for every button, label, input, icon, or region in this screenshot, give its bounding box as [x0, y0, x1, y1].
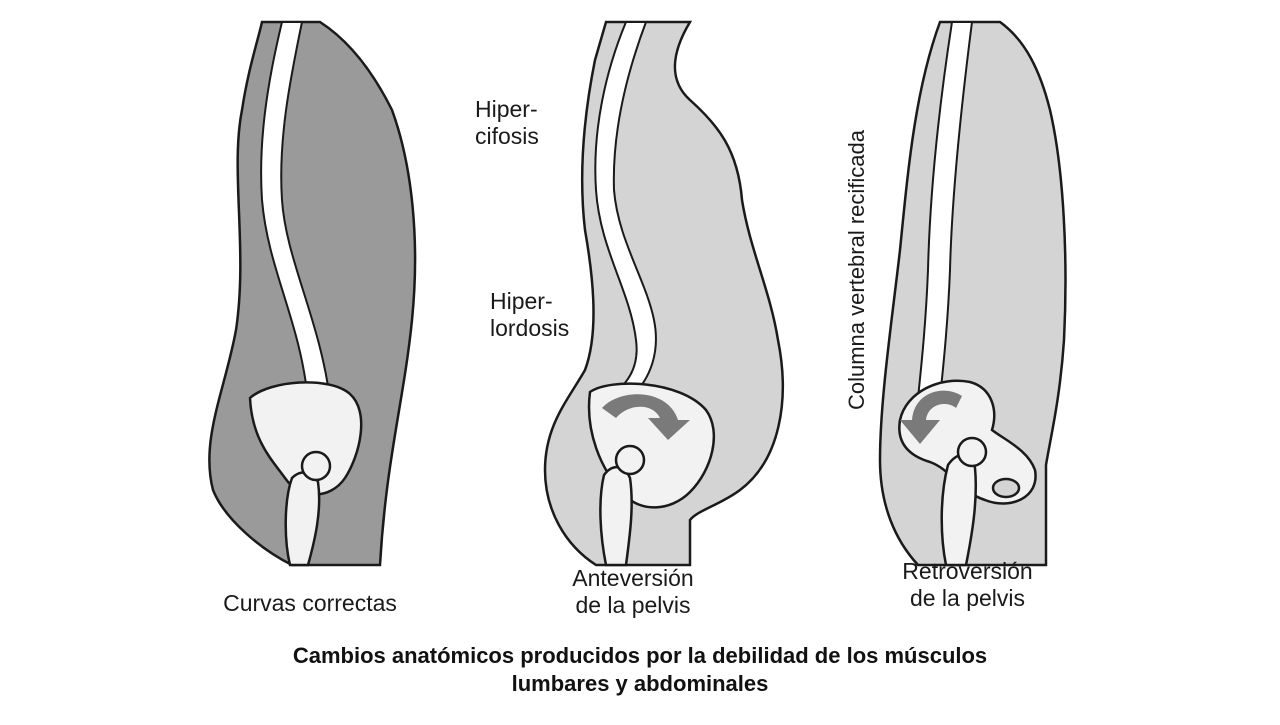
femoral-head-correct	[300, 450, 332, 482]
rotation-arrow-forward-icon	[602, 394, 690, 440]
label-retroversion: Retroversión de la pelvis	[902, 558, 1033, 611]
figure-retroversion	[878, 20, 1067, 567]
annotation-straightened-spine: Columna vertebral recificada	[844, 129, 869, 411]
label-anteversion: Anteversión de la pelvis	[572, 565, 694, 618]
figure-correct-posture	[208, 20, 417, 567]
caption-line-2: lumbares y abdominales	[511, 671, 769, 696]
caption-line-1: Cambios anatómicos producidos por la deb…	[292, 643, 988, 668]
obturator-foramen-retroversion	[991, 477, 1021, 499]
femoral-head-anteversion	[614, 444, 646, 476]
figure-caption: Cambios anatómicos producidos por la deb…	[0, 642, 1280, 698]
annotation-hyperkyphosis: Hiper- cifosis	[475, 96, 539, 149]
pelvis-correct	[248, 381, 363, 496]
femoral-head-retroversion	[956, 436, 988, 468]
label-correct-posture: Curvas correctas	[223, 590, 397, 616]
annotation-hyperlordosis: Hiper- lordosis	[490, 288, 570, 341]
rotation-arrow-backward-icon	[900, 390, 962, 444]
figure-anteversion	[543, 20, 784, 567]
femur-anteversion	[599, 465, 633, 567]
